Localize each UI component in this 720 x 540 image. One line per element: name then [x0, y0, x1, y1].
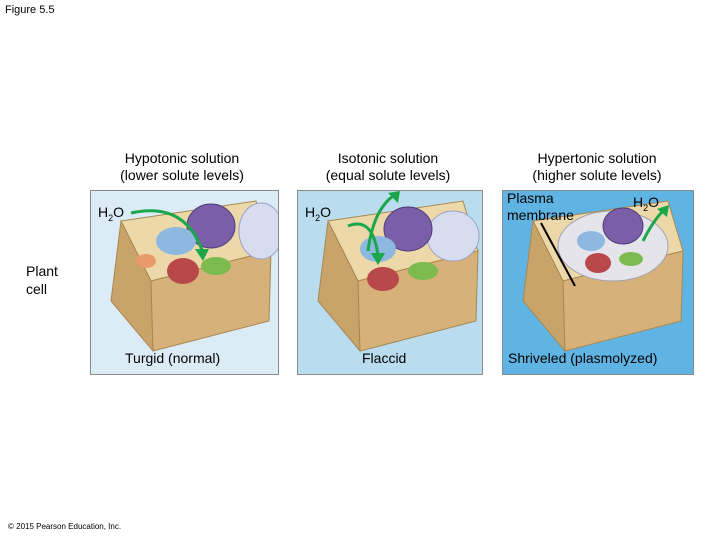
hypotonic-panel [90, 190, 279, 375]
hypertonic-heading: Hypertonic solution (higher solute level… [502, 150, 692, 184]
isotonic-heading: Isotonic solution (equal solute levels) [293, 150, 483, 184]
figure-label: Figure 5.5 [5, 4, 55, 16]
mitochondrion [167, 258, 199, 284]
arrow-head-out [388, 191, 400, 203]
chloroplast [201, 257, 231, 275]
flaccid-cell-illustration [317, 191, 480, 353]
hypertonic-panel [502, 190, 694, 375]
copyright-notice: © 2015 Pearson Education, Inc. [8, 522, 122, 531]
flaccid-caption: Flaccid [362, 350, 407, 366]
vacuole [238, 202, 278, 260]
vacuole [426, 210, 480, 262]
water-in-arrow [130, 209, 205, 254]
hypotonic-title: Hypotonic solution [124, 150, 240, 166]
chloroplast [619, 252, 643, 266]
arrow-head-out [657, 205, 669, 217]
chloroplast [408, 262, 438, 280]
plant-cell-label: Plant cell [26, 263, 58, 297]
hypotonic-heading: Hypotonic solution (lower solute levels) [87, 150, 277, 184]
water-in-arrow [347, 222, 380, 257]
arrow-head-in [371, 253, 385, 265]
hypertonic-title: Hypertonic solution [537, 150, 657, 166]
golgi [156, 227, 196, 255]
isotonic-title: Isotonic solution [337, 150, 439, 166]
h2o-label-hypertonic: H2O [633, 194, 660, 213]
hypotonic-subtitle: (lower solute levels) [120, 167, 244, 183]
plasma-membrane-label: Plasma membrane [507, 190, 574, 223]
golgi [577, 231, 605, 251]
nucleus [602, 207, 644, 245]
isotonic-panel [297, 190, 483, 375]
water-out-arrow [641, 209, 665, 242]
arrow-head [195, 249, 209, 261]
isotonic-subtitle: (equal solute levels) [325, 167, 451, 183]
shriveled-caption: Shriveled (plasmolyzed) [508, 350, 658, 366]
water-out-arrow [366, 194, 394, 252]
h2o-label-isotonic: H2O [305, 204, 332, 223]
mitochondrion [367, 267, 399, 291]
mitochondrion [585, 253, 611, 273]
plasmolyzed-cell-illustration [522, 200, 684, 353]
h2o-label-hypotonic: H2O [98, 204, 125, 223]
plasma-membrane-pointer [540, 222, 576, 287]
organelle [136, 254, 156, 268]
turgid-caption: Turgid (normal) [125, 350, 221, 366]
nucleus [383, 206, 433, 252]
hypertonic-subtitle: (higher solute levels) [532, 167, 662, 183]
turgid-cell-illustration [110, 200, 278, 353]
